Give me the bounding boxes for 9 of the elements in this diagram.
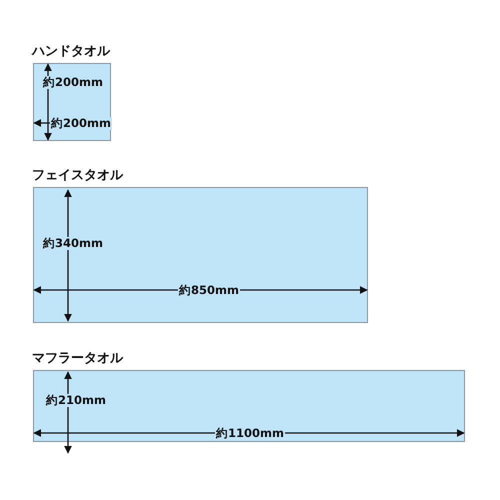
dimension-label: 約200mm bbox=[50, 117, 112, 130]
towel-heading: ハンドタオル bbox=[32, 43, 110, 60]
dimension-label: 約210mm bbox=[45, 394, 107, 407]
towel-heading: フェイスタオル bbox=[32, 167, 123, 184]
dimension-label: 約1100mm bbox=[215, 427, 285, 440]
dimension-label: 約850mm bbox=[178, 284, 240, 297]
dimension-label: 約340mm bbox=[42, 237, 104, 250]
dimension-label: 約200mm bbox=[42, 76, 104, 89]
towel-heading: マフラータオル bbox=[32, 350, 123, 367]
